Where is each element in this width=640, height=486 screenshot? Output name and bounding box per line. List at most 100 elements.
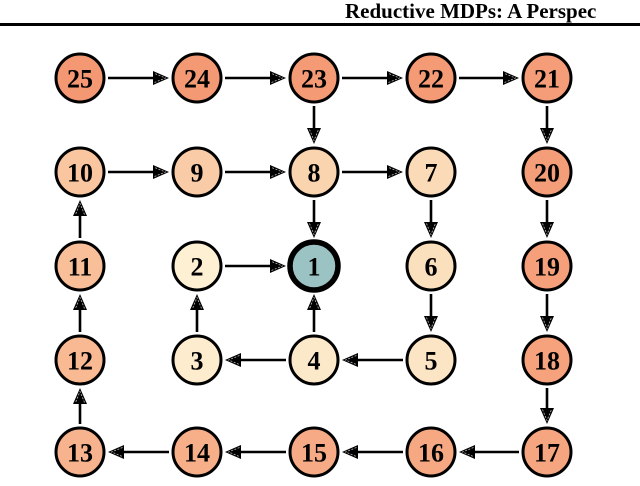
edge-arrow-8-to-1 [307, 200, 321, 238]
state-label: 1 [308, 252, 321, 281]
edge-arrow-13-to-12 [73, 388, 87, 424]
edge-arrow-19-to-18 [540, 294, 554, 332]
arrowhead-icon [424, 222, 438, 238]
state-circle [405, 240, 457, 292]
arrowhead-icon [270, 71, 286, 85]
graph-node-20: 20 [521, 146, 573, 198]
arrowhead-icon [307, 128, 321, 144]
edge-arrow-20-to-19 [540, 200, 554, 238]
state-circle [171, 426, 223, 478]
graph-node-3: 3 [171, 334, 223, 386]
state-circle [288, 52, 340, 104]
edge-arrow-18-to-17 [540, 388, 554, 424]
arrowhead-icon [307, 294, 321, 310]
edge-arrow-22-to-21 [459, 71, 519, 85]
state-label: 8 [308, 158, 321, 187]
state-label: 24 [184, 64, 210, 93]
edge-arrow-25-to-24 [108, 71, 169, 85]
state-label: 10 [67, 158, 93, 187]
edge-arrow-14-to-13 [108, 445, 169, 459]
graph-node-15: 15 [288, 426, 340, 478]
arrowhead-icon [73, 294, 87, 310]
edge-arrow-15-to-14 [225, 445, 286, 459]
state-label: 14 [184, 438, 210, 467]
arrowhead-icon [459, 445, 475, 459]
state-label: 13 [67, 438, 93, 467]
state-circle [521, 240, 573, 292]
edge-arrow-21-to-20 [540, 106, 554, 144]
graph-node-9: 9 [171, 146, 223, 198]
edge-arrow-3-to-2 [190, 294, 204, 332]
state-label: 25 [67, 64, 93, 93]
arrowhead-icon [225, 353, 241, 367]
arrowhead-icon [387, 71, 403, 85]
edge-arrow-6-to-5 [424, 294, 438, 332]
state-circle [521, 334, 573, 386]
graph-node-14: 14 [171, 426, 223, 478]
state-circle [54, 52, 106, 104]
graph-node-13: 13 [54, 426, 106, 478]
arrowhead-icon [307, 222, 321, 238]
edge-arrow-16-to-15 [342, 445, 403, 459]
graph-node-8: 8 [288, 146, 340, 198]
graph-node-12: 12 [54, 334, 106, 386]
state-label: 20 [534, 158, 560, 187]
state-circle [405, 334, 457, 386]
graph-node-10: 10 [54, 146, 106, 198]
state-circle [54, 426, 106, 478]
state-label: 11 [68, 252, 93, 281]
state-circle [405, 146, 457, 198]
edge-arrow-4-to-1 [307, 294, 321, 332]
edge-arrow-17-to-16 [459, 445, 519, 459]
state-label: 16 [418, 438, 444, 467]
arrowhead-icon [153, 165, 169, 179]
arrowhead-icon [387, 165, 403, 179]
edge-arrow-23-to-22 [342, 71, 403, 85]
arrowhead-icon [424, 316, 438, 332]
edge-arrow-11-to-10 [73, 200, 87, 238]
paper-header: Reductive MDPs: A Perspec [0, 0, 640, 28]
state-label: 5 [425, 346, 438, 375]
arrowhead-icon [540, 316, 554, 332]
edge-arrow-4-to-3 [225, 353, 286, 367]
state-label: 19 [534, 252, 560, 281]
graph-node-4: 4 [288, 334, 340, 386]
goal-state-circle [287, 239, 341, 293]
graph-node-11: 11 [54, 240, 106, 292]
state-circle [288, 426, 340, 478]
state-circle [171, 334, 223, 386]
edge-arrow-5-to-4 [342, 353, 403, 367]
state-circle [521, 146, 573, 198]
graph-node-22: 22 [405, 52, 457, 104]
graph-node-18: 18 [521, 334, 573, 386]
state-label: 3 [191, 346, 204, 375]
arrowhead-icon [270, 165, 286, 179]
state-label: 23 [301, 64, 327, 93]
state-circle [405, 426, 457, 478]
graph-node-2: 2 [171, 240, 223, 292]
state-circle [521, 426, 573, 478]
state-circle [288, 334, 340, 386]
edge-arrow-12-to-11 [73, 294, 87, 332]
state-label: 7 [425, 158, 438, 187]
state-label: 4 [308, 346, 321, 375]
state-label: 22 [418, 64, 444, 93]
state-label: 2 [191, 252, 204, 281]
state-label: 12 [67, 346, 93, 375]
arrowhead-icon [540, 128, 554, 144]
graph-node-19: 19 [521, 240, 573, 292]
state-label: 21 [534, 64, 560, 93]
state-circle [54, 146, 106, 198]
graph-node-23: 23 [288, 52, 340, 104]
state-circle [521, 52, 573, 104]
state-circle [171, 52, 223, 104]
graph-node-24: 24 [171, 52, 223, 104]
graph-node-1: 1 [287, 239, 341, 293]
arrowhead-icon [153, 71, 169, 85]
edge-arrow-23-to-8 [307, 106, 321, 144]
arrowhead-icon [190, 294, 204, 310]
state-circle [171, 240, 223, 292]
state-label: 18 [534, 346, 560, 375]
